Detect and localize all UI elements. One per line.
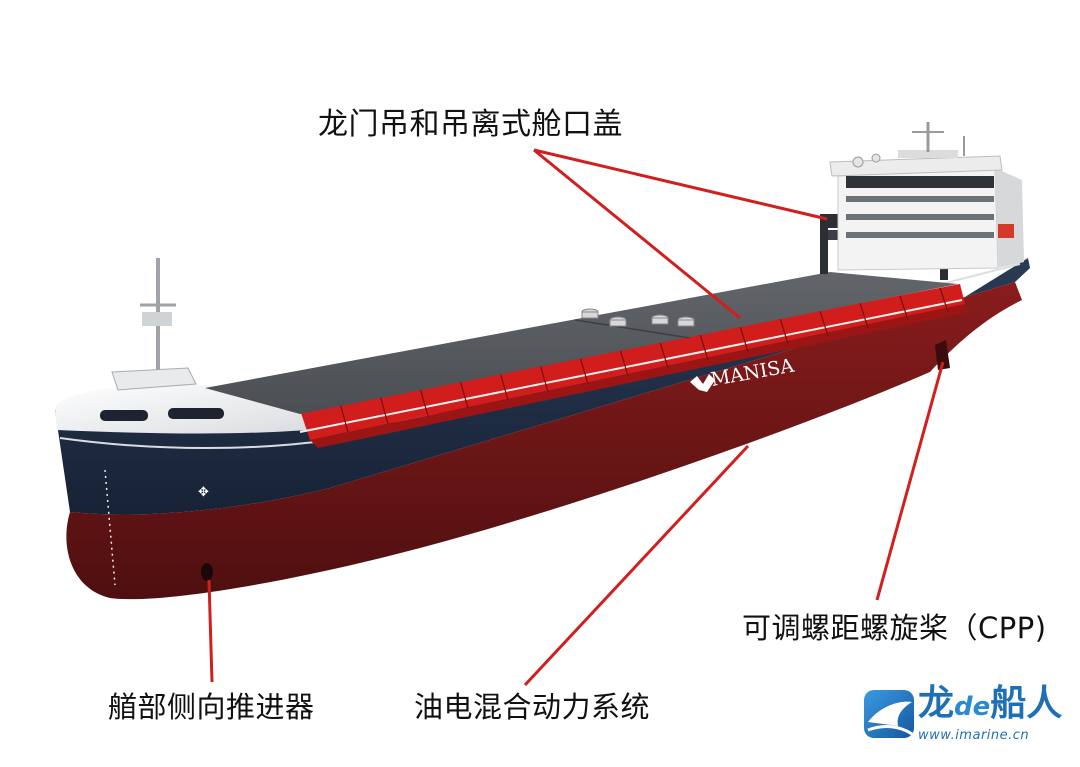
label-bow-thruster: 艏部侧向推进器 bbox=[108, 690, 315, 724]
watermark-url: www.imarine.cn bbox=[918, 728, 1030, 743]
bow-thruster bbox=[201, 563, 213, 581]
annotation-pointers bbox=[207, 148, 945, 687]
bow-window bbox=[168, 408, 224, 419]
hull-bottom bbox=[66, 282, 1023, 600]
hatch-covers bbox=[205, 272, 958, 414]
watermark-brand-de: de bbox=[954, 692, 991, 722]
deck-railing bbox=[299, 299, 963, 433]
fore-mast bbox=[111, 258, 197, 391]
label-hybrid-power-system: 油电混合动力系统 bbox=[414, 690, 651, 724]
hull-cross-mark: ✥ bbox=[198, 485, 209, 500]
ship-emblem bbox=[690, 374, 715, 392]
watermark-brand-b: 船人 bbox=[990, 683, 1063, 724]
watermark-logo-icon bbox=[864, 690, 914, 738]
hold-coaming-shadow bbox=[310, 304, 968, 448]
watermark-brand: 龙de船人 bbox=[918, 686, 1062, 722]
propeller bbox=[935, 340, 950, 370]
draft-marks bbox=[104, 469, 116, 586]
watermark-brand-a: 龙 bbox=[918, 683, 955, 724]
hatch-seam bbox=[574, 319, 691, 339]
hatch-vents bbox=[581, 308, 695, 327]
coaming-frames bbox=[339, 287, 949, 433]
bow-window bbox=[100, 410, 148, 421]
superstructure bbox=[829, 122, 1024, 271]
label-gantry-crane-hatch-cover: 龙门吊和吊离式舱口盖 bbox=[318, 107, 623, 142]
label-cpp-propeller: 可调螺距螺旋桨（CPP) bbox=[742, 611, 1047, 645]
